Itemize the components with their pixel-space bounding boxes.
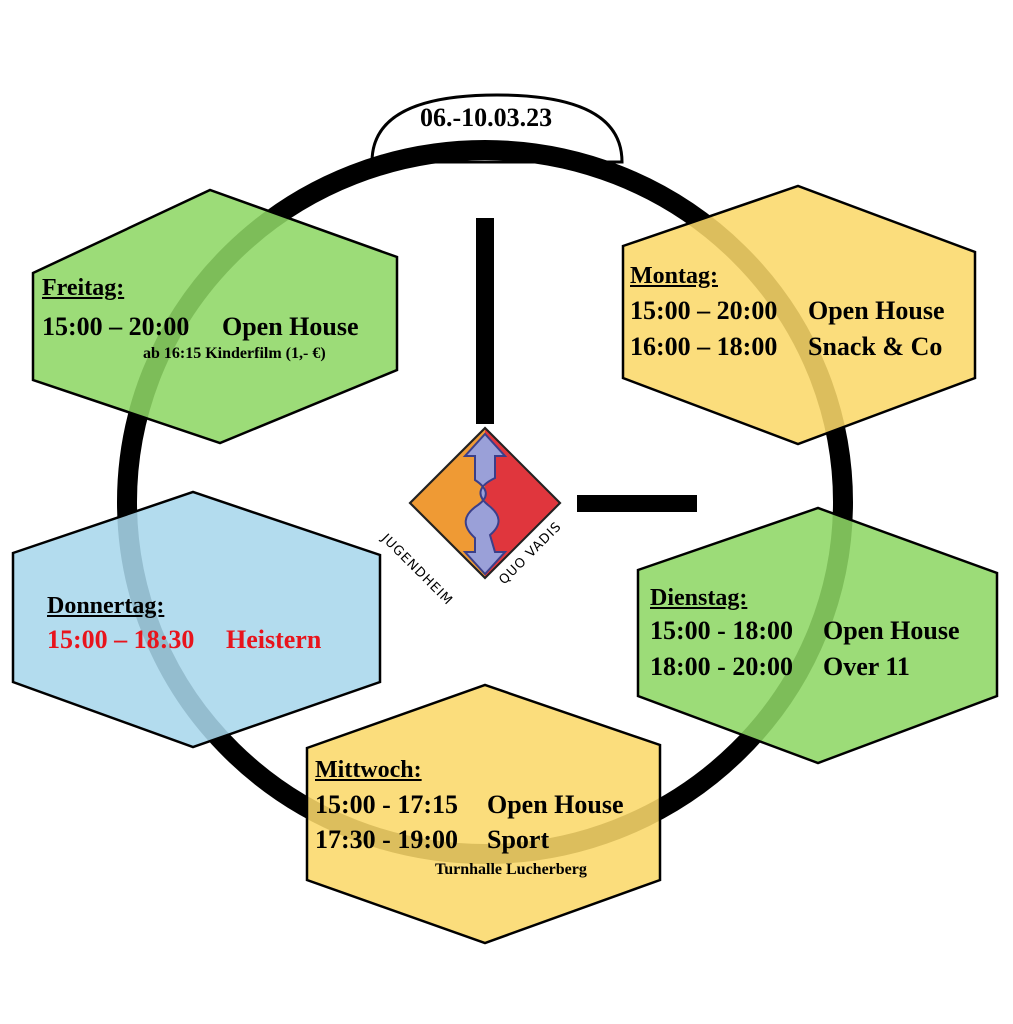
- mittwoch-line-2-time: 17:30 - 19:00: [315, 825, 458, 854]
- montag-line-2-time: 16:00 – 18:00: [630, 332, 778, 361]
- dienstag-line-1-time: 15:00 - 18:00: [650, 616, 793, 645]
- montag-line-1-time: 15:00 – 20:00: [630, 296, 778, 325]
- mittwoch-line-1-activity: Open House: [487, 790, 624, 819]
- mittwoch-line-2-activity: Sport: [487, 825, 550, 854]
- freitag-line-1-activity: Open House: [222, 312, 359, 341]
- mittwoch-line-1-time: 15:00 - 17:15: [315, 790, 458, 819]
- freitag-note: ab 16:15 Kinderfilm (1,- €): [143, 345, 326, 362]
- donnertag-heading: Donnertag:: [47, 593, 165, 619]
- donnertag-line-1-time: 15:00 – 18:30: [47, 625, 195, 654]
- clock-hand-minute: [577, 495, 697, 512]
- montag-heading: Montag:: [630, 263, 718, 289]
- hex-donnertag: [11, 490, 382, 749]
- montag-line-1-activity: Open House: [808, 296, 945, 325]
- jugendheim-logo: [408, 426, 562, 580]
- montag-line-2-activity: Snack & Co: [808, 332, 943, 361]
- clock-hand-hour: [476, 218, 494, 424]
- mittwoch-note: Turnhalle Lucherberg: [435, 861, 587, 878]
- mittwoch-heading: Mittwoch:: [315, 757, 422, 783]
- donnertag-line-1-activity: Heistern: [226, 625, 322, 654]
- hex-freitag: [31, 188, 399, 445]
- freitag-line-1-time: 15:00 – 20:00: [42, 312, 190, 341]
- freitag-heading: Freitag:: [42, 275, 125, 301]
- hex-mittwoch: [305, 683, 662, 945]
- hex-montag: [621, 184, 977, 446]
- dienstag-line-2-activity: Over 11: [823, 652, 910, 681]
- dienstag-heading: Dienstag:: [650, 585, 748, 611]
- dienstag-line-1-activity: Open House: [823, 616, 960, 645]
- date-range: 06.-10.03.23: [420, 103, 553, 132]
- hex-dienstag: [636, 506, 999, 765]
- dienstag-line-2-time: 18:00 - 20:00: [650, 652, 793, 681]
